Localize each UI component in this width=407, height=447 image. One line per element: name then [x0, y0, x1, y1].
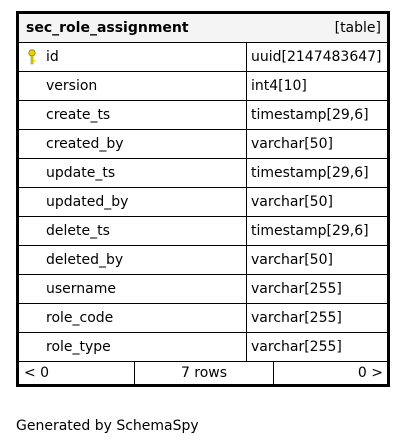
- column-type: uuid[2147483647]: [251, 49, 382, 65]
- footer-parents: < 0: [19, 362, 135, 384]
- column-row: delete_ts timestamp[29,6]: [19, 217, 387, 246]
- column-name: create_ts: [46, 107, 111, 123]
- table-node: sec_role_assignment [table] id uuid[21474…: [16, 11, 390, 387]
- column-name: deleted_by: [46, 252, 124, 268]
- column-type: varchar[255]: [251, 310, 342, 326]
- column-row: update_ts timestamp[29,6]: [19, 159, 387, 188]
- column-type: varchar[255]: [251, 339, 342, 355]
- column-name-cell: created_by: [19, 130, 247, 158]
- column-type: int4[10]: [251, 78, 307, 94]
- column-type: timestamp[29,6]: [251, 107, 369, 123]
- column-list: id uuid[2147483647] version int4[10] create_…: [19, 43, 387, 362]
- column-name: role_type: [46, 339, 111, 355]
- column-name-cell: delete_ts: [19, 217, 247, 245]
- column-name-cell: create_ts: [19, 101, 247, 129]
- column-row: create_ts timestamp[29,6]: [19, 101, 387, 130]
- column-name: created_by: [46, 136, 124, 152]
- column-row: updated_by varchar[50]: [19, 188, 387, 217]
- column-name-cell: update_ts: [19, 159, 247, 187]
- table-footer: < 0 7 rows 0 >: [19, 362, 387, 384]
- column-name: update_ts: [46, 165, 116, 181]
- column-row: deleted_by varchar[50]: [19, 246, 387, 275]
- table-header: sec_role_assignment [table]: [19, 14, 387, 43]
- footer-children: 0 >: [357, 365, 383, 381]
- column-row: id uuid[2147483647]: [19, 43, 387, 72]
- column-type: timestamp[29,6]: [251, 223, 369, 239]
- column-type: varchar[255]: [251, 281, 342, 297]
- column-name: updated_by: [46, 194, 129, 210]
- column-name-cell: deleted_by: [19, 246, 247, 274]
- column-name: version: [46, 78, 98, 94]
- column-name: id: [46, 49, 59, 65]
- column-name-cell: id: [19, 43, 247, 71]
- key-icon: [28, 49, 36, 65]
- column-name: role_code: [46, 310, 114, 326]
- generated-by-label: Generated by SchemaSpy: [16, 418, 199, 434]
- column-name-cell: updated_by: [19, 188, 247, 216]
- column-type: varchar[50]: [251, 136, 333, 152]
- table-name: sec_role_assignment: [26, 20, 189, 36]
- column-name: username: [46, 281, 116, 297]
- column-row: role_code varchar[255]: [19, 304, 387, 333]
- column-name-cell: username: [19, 275, 247, 303]
- column-type: varchar[50]: [251, 194, 333, 210]
- column-row: created_by varchar[50]: [19, 130, 387, 159]
- column-name-cell: role_type: [19, 333, 247, 361]
- column-row: version int4[10]: [19, 72, 387, 101]
- column-type: timestamp[29,6]: [251, 165, 369, 181]
- table-type-label: [table]: [334, 20, 381, 36]
- column-row: role_type varchar[255]: [19, 333, 387, 362]
- column-row: username varchar[255]: [19, 275, 387, 304]
- column-name: delete_ts: [46, 223, 110, 239]
- footer-row-count: 7 rows: [135, 362, 274, 384]
- column-name-cell: role_code: [19, 304, 247, 332]
- column-type: varchar[50]: [251, 252, 333, 268]
- column-name-cell: version: [19, 72, 247, 100]
